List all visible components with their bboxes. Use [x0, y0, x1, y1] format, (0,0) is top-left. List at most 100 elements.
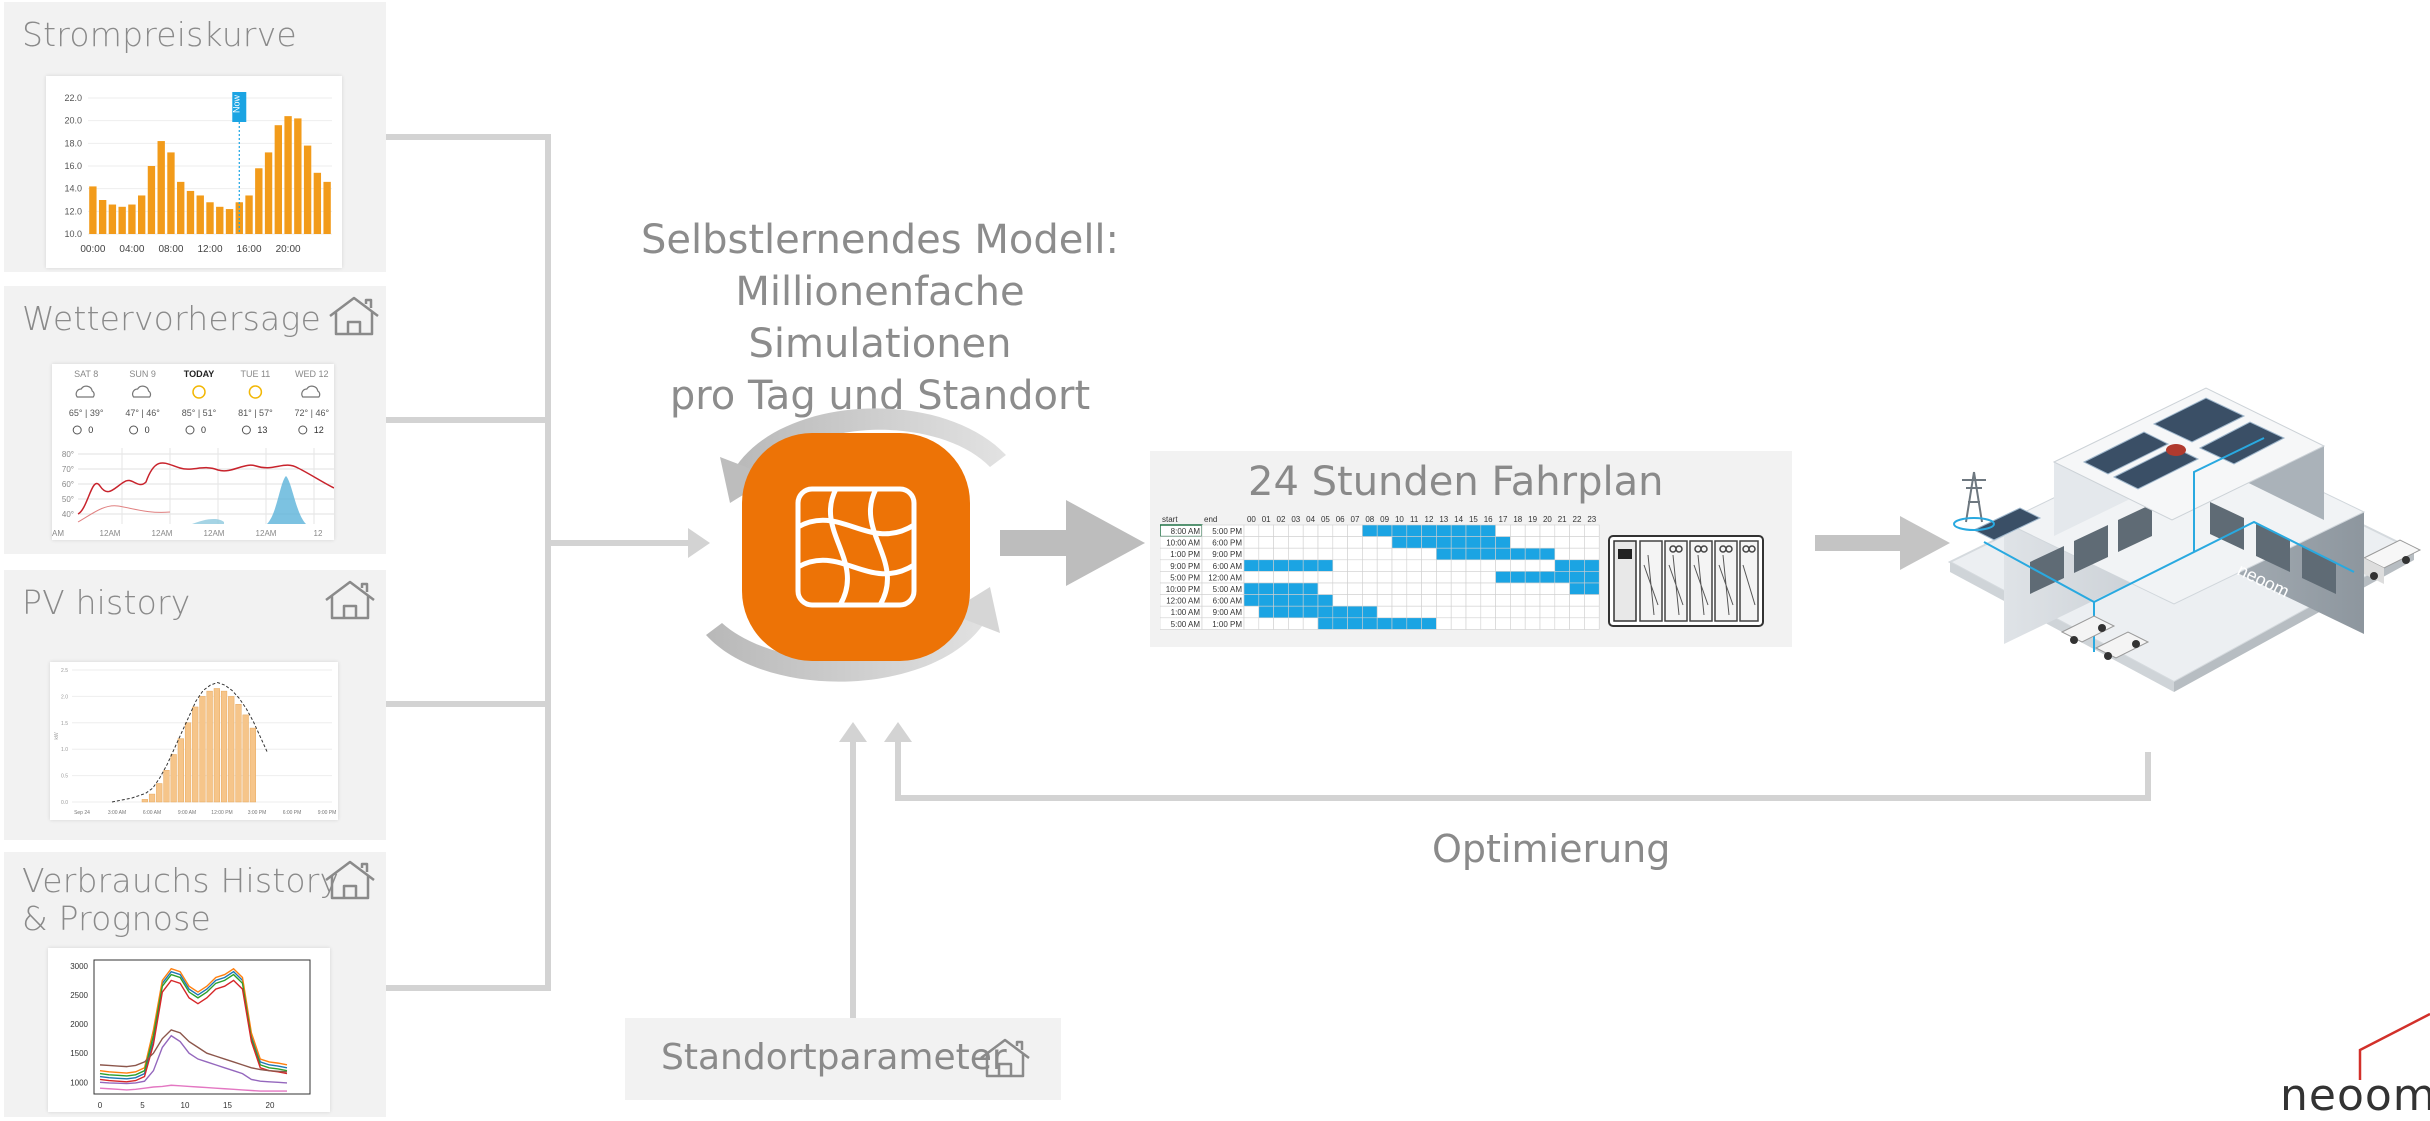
model-grid-icon	[795, 486, 917, 608]
schedule-slot	[1436, 559, 1452, 572]
schedule-slot	[1317, 536, 1334, 549]
x-tick-label: 00:00	[80, 244, 105, 255]
schedule-slot	[1510, 582, 1526, 595]
building-illustration: neoom	[1947, 387, 2422, 692]
schedule-slot	[1584, 524, 1600, 537]
schedule-slot-on	[1436, 524, 1452, 537]
schedule-end: 6:00 AM	[1213, 562, 1243, 571]
price-bar	[186, 190, 195, 234]
pv-bar	[170, 754, 177, 803]
cons-x-label: 20	[266, 1101, 275, 1110]
schedule-slot-on	[1288, 559, 1304, 572]
house-icon	[329, 296, 379, 336]
y-tick-label: 22.0	[64, 93, 82, 103]
schedule-slot	[1554, 594, 1570, 607]
strompreis-title: Strompreiskurve	[22, 15, 297, 54]
schedule-slot	[1332, 536, 1348, 549]
schedule-slot-on	[1480, 547, 1496, 561]
weather-y-label: 70°	[62, 465, 74, 474]
schedule-slot	[1569, 594, 1585, 607]
schedule-start: 1:00 AM	[1171, 608, 1201, 617]
weather-x-label: AM	[52, 529, 64, 538]
schedule-start: 10:00 PM	[1166, 585, 1201, 594]
schedule-slot	[1436, 582, 1452, 595]
schedule-slot-on	[1480, 536, 1496, 549]
temperature-line	[77, 462, 335, 515]
precip-icon	[72, 425, 82, 435]
schedule-start: 12:00 AM	[1166, 597, 1200, 606]
schedule-slot	[1302, 547, 1319, 561]
schedule-slot	[1524, 594, 1541, 607]
cons-series-line	[99, 967, 288, 1074]
schedule-slot	[1243, 536, 1260, 549]
schedule-end: 1:00 PM	[1212, 620, 1242, 629]
schedule-end: 5:00 PM	[1212, 527, 1242, 536]
schedule-slot	[1524, 582, 1541, 595]
schedule-slot-on	[1302, 594, 1319, 607]
schedule-slot-on	[1465, 547, 1482, 561]
schedule-slot-on	[1569, 559, 1585, 572]
cycle-arrow-bottom	[706, 607, 990, 682]
schedule-slot	[1302, 524, 1319, 537]
schedule-slot	[1332, 571, 1348, 584]
schedule-slot-on	[1391, 524, 1408, 537]
schedule-slot-on	[1288, 594, 1304, 607]
price-bar	[138, 195, 146, 234]
price-bar	[89, 186, 97, 234]
schedule-hour-label: 00	[1247, 515, 1256, 524]
house-icon	[980, 1038, 1030, 1078]
neoom-logo-mark	[2358, 1012, 2430, 1080]
forecast-temps: 47° | 46°	[125, 408, 160, 418]
arrow-to-schedule	[1000, 500, 1145, 586]
schedule-col-start: start	[1162, 515, 1178, 524]
schedule-slot	[1569, 617, 1585, 630]
schedule-slot-on	[1480, 524, 1496, 537]
schedule-slot	[1317, 582, 1334, 595]
x-tick-label: 04:00	[119, 244, 144, 255]
schedule-col-end: end	[1204, 515, 1217, 524]
schedule-slot	[1524, 559, 1541, 572]
schedule-slot	[1317, 524, 1334, 537]
x-tick-label: 20:00	[276, 244, 301, 255]
schedule-slot-on	[1421, 524, 1437, 537]
precip-icon	[241, 425, 251, 435]
schedule-slot	[1406, 605, 1422, 619]
schedule-slot-on	[1347, 617, 1363, 630]
y-tick-label: 14.0	[64, 184, 82, 194]
weather-y-label: 40°	[62, 510, 74, 519]
schedule-slot	[1391, 559, 1408, 572]
weather-y-label: 50°	[62, 495, 74, 504]
price-bar	[294, 118, 302, 234]
schedule-hour-label: 16	[1484, 515, 1493, 524]
price-bar	[255, 168, 263, 234]
truck	[2362, 539, 2422, 584]
schedule-end: 6:00 PM	[1212, 539, 1242, 548]
arrow-head	[839, 722, 867, 742]
y-tick-label: 20.0	[64, 116, 82, 126]
forecast-day: SUN 9	[129, 369, 156, 379]
schedule-slot-on	[1569, 571, 1585, 584]
price-bar	[206, 202, 214, 234]
schedule-slot	[1332, 547, 1348, 561]
cons-series-line	[99, 979, 288, 1083]
cycle-arrow-bottom-head	[948, 587, 1000, 633]
schedule-slot	[1273, 536, 1289, 549]
schedule-hour-label: 11	[1410, 515, 1419, 524]
pv-bar	[228, 696, 235, 803]
temperature-line-past	[77, 505, 171, 523]
pv-x-label: 6:00 AM	[143, 810, 161, 816]
model-title-line-1: Selbstlernendes Modell:	[640, 217, 1120, 263]
schedule-slot-on	[1273, 605, 1289, 619]
schedule-slot-on	[1584, 571, 1600, 584]
schedule-start: 5:00 PM	[1170, 573, 1200, 582]
now-label: Now	[231, 95, 241, 114]
schedule-slot	[1302, 536, 1319, 549]
schedule-slot	[1495, 559, 1511, 572]
schedule-slot	[1243, 524, 1260, 537]
schedule-hour-label: 13	[1439, 515, 1448, 524]
